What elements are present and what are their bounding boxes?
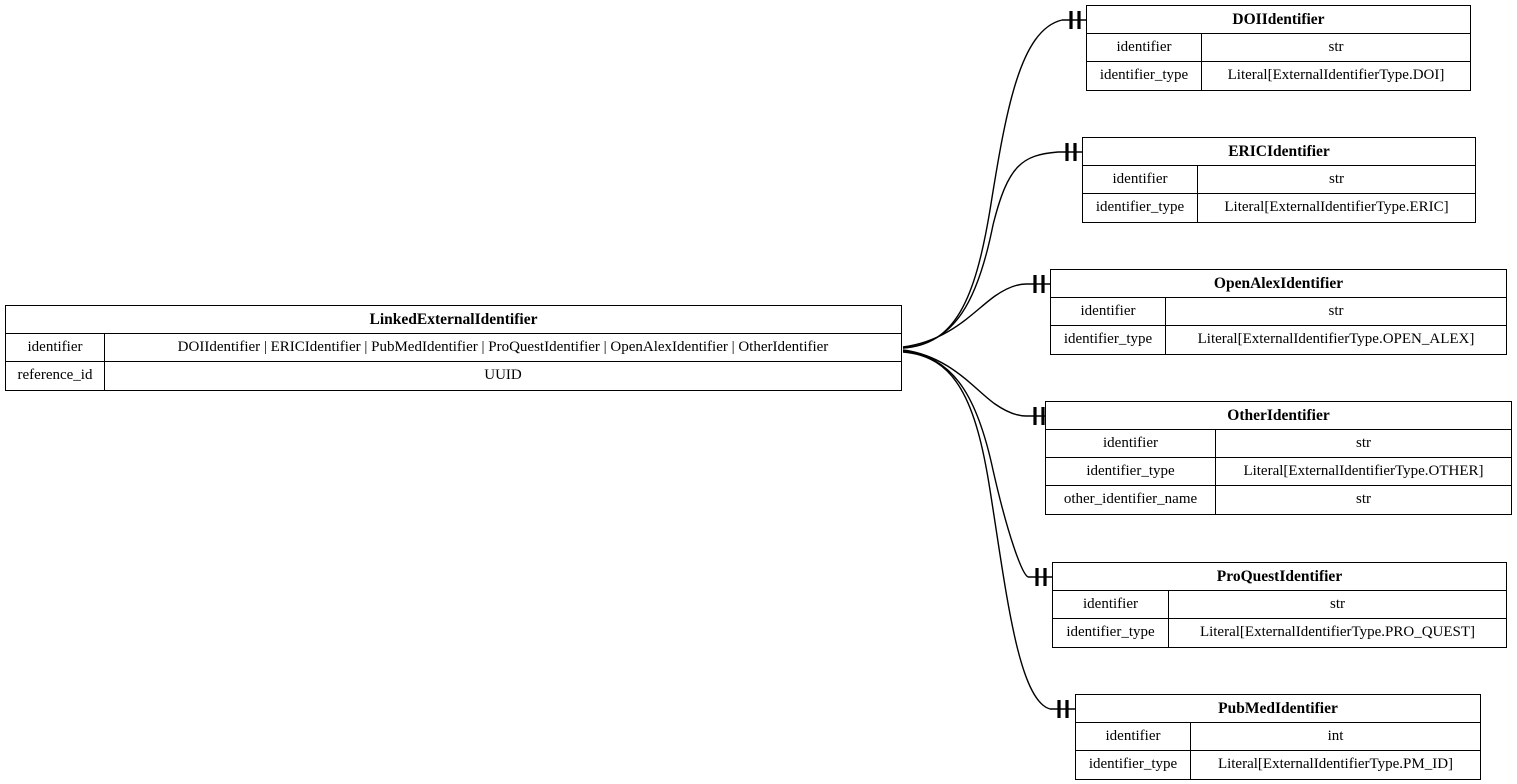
field-row: identifier DOIIdentifier | ERICIdentifier… [6,334,901,362]
field-type: Literal[ExternalIdentifierType.OPEN_ALEX… [1197,331,1475,347]
field-type: str [1356,435,1371,451]
entity-title-doi-identifier: DOIIdentifier [1087,6,1470,34]
field-type: str [1329,171,1344,187]
field-name: identifier_type [1046,458,1216,485]
field-row: identifier_type Literal[ExternalIdentifie… [1051,326,1506,354]
field-name: identifier_type [1076,751,1191,779]
field-row: identifier str [1053,591,1506,619]
field-type: Literal[ExternalIdentifierType.DOI] [1227,67,1445,83]
edge-to-openalex [902,283,1027,348]
field-type: str [1328,39,1344,55]
field-type: str [1356,491,1371,507]
entity-title-pubmed-identifier: PubMedIdentifier [1076,695,1480,723]
field-type: Literal[ExternalIdentifierType.PRO_QUEST… [1199,624,1476,640]
field-name: identifier_type [1053,619,1169,647]
edge-to-doi [902,19,1063,349]
entity-title-openalex-identifier: OpenAlexIdentifier [1051,270,1506,298]
field-name: identifier [1046,430,1216,457]
field-row: identifier int [1076,723,1480,751]
entity-title-other-identifier: OtherIdentifier [1046,402,1511,430]
field-type: UUID [484,367,522,383]
field-row: identifier_type Literal[ExternalIdentifie… [1046,458,1511,486]
field-name: identifier_type [1083,194,1198,222]
field-row: identifier str [1046,430,1511,458]
edge-to-proquest [902,350,1029,578]
field-type: DOIIdentifier | ERICIdentifier | PubMedI… [177,339,829,355]
field-name: identifier_type [1087,62,1202,90]
edge-to-eric [902,151,1059,349]
field-name: identifier [1051,298,1166,325]
field-name: identifier [1076,723,1191,750]
edge-to-pubmed-exactly-one-marker [1050,700,1078,718]
entity-title-proquest-identifier: ProQuestIdentifier [1053,563,1506,591]
field-row: identifier str [1083,166,1475,194]
field-row: identifier_type Literal[ExternalIdentifie… [1083,194,1475,222]
edge-to-other [902,349,1027,417]
field-type: Literal[ExternalIdentifierType.ERIC] [1224,199,1449,215]
field-name: identifier [1087,34,1202,61]
field-row: identifier_type Literal[ExternalIdentifie… [1076,751,1480,779]
field-name: reference_id [6,362,105,390]
field-row: other_identifier_name str [1046,486,1511,514]
field-type: str [1328,303,1344,319]
field-row: identifier str [1051,298,1506,326]
field-row: identifier str [1087,34,1470,62]
field-name: identifier [6,334,105,361]
field-type: Literal[ExternalIdentifierType.OTHER] [1243,463,1484,479]
field-row: identifier_type Literal[ExternalIdentifie… [1087,62,1470,90]
field-name: other_identifier_name [1046,486,1216,514]
field-row: reference_id UUID [6,362,901,390]
field-type: str [1330,596,1345,612]
field-row: identifier_type Literal[ExternalIdentifie… [1053,619,1506,647]
field-name: identifier [1053,591,1169,618]
field-type: int [1327,728,1344,744]
field-name: identifier [1083,166,1198,193]
edge-to-pubmed [902,351,1051,710]
field-type: Literal[ExternalIdentifierType.PM_ID] [1217,756,1454,772]
field-name: identifier_type [1051,326,1166,354]
entity-title-eric-identifier: ERICIdentifier [1083,138,1475,166]
entity-title-linked-external-identifier: LinkedExternalIdentifier [6,306,901,334]
